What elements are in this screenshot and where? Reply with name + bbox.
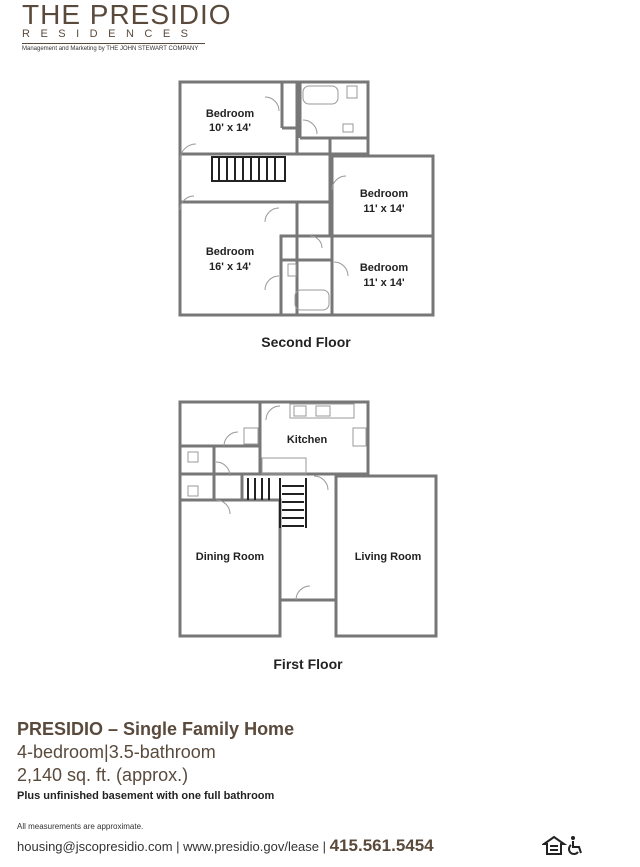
listing-beds-baths: 4-bedroom|3.5-bathroom (17, 742, 216, 762)
second-floor-room-4-name: Bedroom (360, 262, 409, 274)
brand-divider (22, 43, 205, 44)
second-floor-room-1-size: 10' x 14' (209, 122, 251, 134)
second-floor-room-3-size: 16' x 14' (209, 261, 251, 273)
phone-number[interactable]: 415.561.5454 (329, 836, 434, 855)
second-floor-walls (178, 80, 435, 317)
second-floor-fixtures (179, 85, 358, 311)
second-floor-room-2-size: 11' x 14' (363, 203, 405, 215)
accessibility-icon (568, 836, 582, 855)
first-floor-stairs (247, 478, 307, 528)
separator: | (172, 839, 184, 854)
website-link[interactable]: www.presidio.gov/lease (183, 839, 320, 854)
listing-note: Plus unfinished basement with one full b… (17, 790, 275, 802)
first-floor-label: First Floor (273, 656, 343, 672)
first-floor-room-3-name: Living Room (355, 551, 422, 563)
brand-tagline: Management and Marketing by THE JOHN STE… (22, 46, 199, 52)
first-floor-room-1-name: Kitchen (287, 434, 328, 446)
footer-icons (540, 834, 588, 861)
brand-header: THE PRESIDIO RESIDENCES Management and M… (22, 0, 232, 52)
separator: | (319, 839, 330, 854)
second-floor-room-2-name: Bedroom (360, 188, 409, 200)
second-floor-room-3-name: Bedroom (206, 246, 255, 258)
first-floor-room-2-name: Dining Room (196, 551, 265, 563)
listing-info: PRESIDIO – Single Family Home 4-bedroom|… (17, 717, 617, 803)
floor-plans: Bedroom 10' x 14' Bedroom 11' x 14' Bedr… (178, 80, 438, 672)
second-floor-label: Second Floor (261, 334, 351, 350)
brand-title: THE PRESIDIO (22, 0, 232, 30)
footer-icon-set (540, 835, 582, 855)
first-floor-fixtures (187, 403, 367, 601)
brand-subtitle: RESIDENCES (22, 28, 199, 40)
second-floor-room-4-size: 11' x 14' (363, 277, 405, 289)
email-link[interactable]: housing@jscopresidio.com (17, 839, 173, 854)
contact-line: housing@jscopresidio.com | www.presidio.… (17, 836, 434, 856)
equal-housing-icon (540, 835, 568, 855)
measurement-disclaimer: All measurements are approximate. (17, 822, 144, 831)
second-floor-room-1-name: Bedroom (206, 108, 255, 120)
listing-title: PRESIDIO – Single Family Home (17, 719, 295, 739)
listing-area: 2,140 sq. ft. (approx.) (17, 765, 189, 785)
second-floor-stairs (211, 156, 286, 182)
